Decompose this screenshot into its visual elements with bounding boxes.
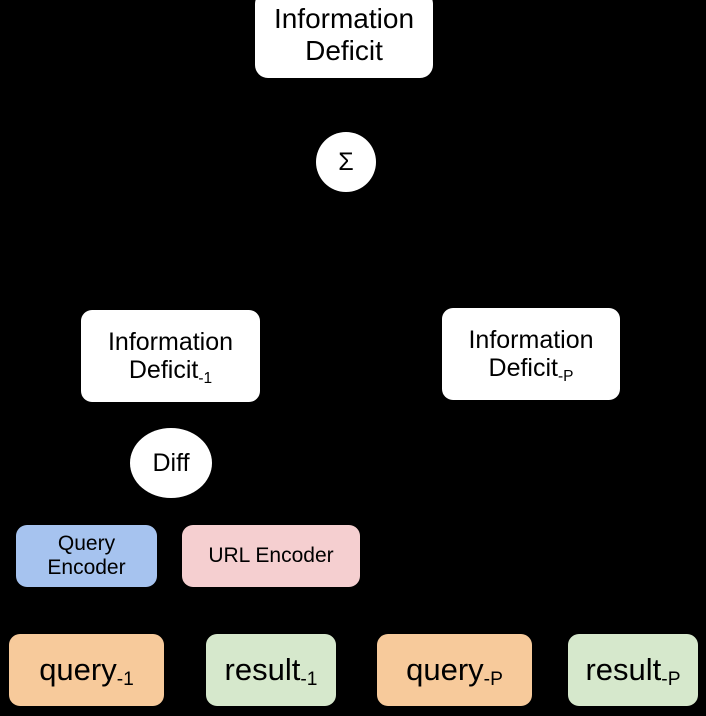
node-label-line1: Query (57, 532, 116, 556)
node-label-line2: Deficit-1 (128, 356, 213, 387)
node-label-subscript: -1 (300, 669, 318, 691)
node-label-line2: Encoder (47, 556, 126, 579)
node-query-1[interactable]: query-1 (9, 634, 164, 706)
node-label-line1: Information (273, 3, 415, 35)
node-label: query-P (406, 651, 503, 691)
node-label: Information Deficit (274, 3, 414, 66)
node-label-base: result (224, 651, 301, 687)
node-information-deficit-total[interactable]: Information Deficit (255, 0, 433, 78)
node-label-base: query (39, 651, 117, 687)
node-query-encoder[interactable]: Query Encoder (16, 525, 157, 587)
node-result-p[interactable]: result-P (568, 634, 698, 706)
node-label-line2: Deficit-P (488, 354, 574, 385)
node-label-subscript: -P (661, 669, 681, 691)
node-label-base: query (406, 651, 484, 687)
node-label-subscript: -1 (198, 369, 213, 387)
node-label: Query Encoder (47, 532, 125, 579)
node-label-subscript: -1 (116, 669, 134, 691)
node-label-subscript: -P (557, 367, 574, 385)
node-url-encoder[interactable]: URL Encoder (182, 525, 360, 587)
node-label: Information Deficit-P (468, 326, 594, 385)
node-label-subscript: -P (483, 669, 503, 691)
diff-label: Diff (152, 449, 190, 477)
node-diff-operator[interactable]: Diff (130, 428, 212, 498)
node-label: result-P (585, 651, 681, 691)
node-query-p[interactable]: query-P (377, 634, 532, 706)
node-sigma-operator[interactable]: Σ (316, 132, 376, 192)
node-label-line2: Deficit (305, 34, 383, 66)
node-label: query-1 (39, 651, 134, 691)
node-information-deficit-1[interactable]: Information Deficit-1 (81, 310, 260, 402)
node-result-1[interactable]: result-1 (206, 634, 336, 706)
node-label: result-1 (224, 651, 318, 691)
node-label-line1: Information (107, 328, 234, 356)
sigma-symbol: Σ (338, 148, 354, 176)
node-label: URL Encoder (208, 544, 334, 568)
node-label: Information Deficit-1 (107, 328, 234, 387)
node-label-line1: Information (468, 326, 594, 354)
node-information-deficit-p[interactable]: Information Deficit-P (442, 308, 620, 400)
node-label-base: result (585, 651, 662, 687)
